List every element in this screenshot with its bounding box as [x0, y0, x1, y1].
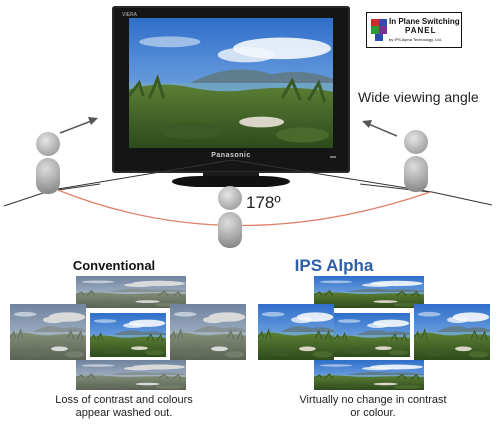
ips-caption: Virtually no change in contrast or colou… — [268, 394, 478, 420]
wide-viewing-angle-label: Wide viewing angle — [358, 89, 479, 105]
left-sightline — [51, 159, 233, 191]
ips-caption-line2: or colour. — [350, 407, 396, 419]
angle-arc — [57, 189, 431, 227]
arrow-icon — [59, 117, 98, 134]
ips-view-right — [414, 304, 490, 360]
ips-caption-line1: Virtually no change in contrast — [299, 394, 447, 406]
tv-screen — [129, 18, 333, 148]
right-sightline — [231, 159, 433, 193]
conventional-caption-line1: Loss of contrast and colours — [55, 394, 193, 406]
ips-panel-badge: In Plane Switching PANEL by IPS Alpha Te… — [366, 12, 462, 48]
conventional-view-bottom — [76, 360, 186, 390]
badge-line3: by IPS Alpha Technology, Ltd. — [389, 37, 442, 42]
person-icon — [36, 132, 60, 194]
person-icon — [404, 130, 428, 192]
person-icon — [218, 186, 242, 248]
tv-brand-logo: Panasonic — [211, 152, 251, 159]
badge-line2: PANEL — [405, 26, 437, 35]
right-sightline-ext — [431, 191, 493, 206]
television: VIERA Panasonic — [112, 6, 350, 173]
conventional-view-center — [90, 313, 166, 357]
ips-alpha-title: IPS Alpha — [294, 256, 374, 275]
conventional-view-left — [10, 304, 86, 360]
conventional-title: Conventional — [72, 258, 156, 273]
tv-stand-base — [172, 176, 290, 187]
ips-view-left — [258, 304, 334, 360]
arrow-icon — [362, 120, 398, 137]
badge-line1: In Plane Switching — [389, 17, 460, 26]
tv-stand-neck — [203, 172, 259, 178]
tv-power-indicator — [330, 156, 336, 158]
angle-label: 178º — [246, 193, 281, 212]
ips-logo-icon — [371, 19, 387, 41]
conventional-caption-line2: appear washed out. — [75, 407, 173, 419]
conventional-caption: Loss of contrast and colours appear wash… — [20, 394, 228, 420]
tv-model-badge: VIERA — [122, 12, 138, 18]
ips-view-bottom — [314, 360, 424, 390]
conventional-view-right — [170, 304, 246, 360]
ips-view-center — [334, 313, 410, 357]
